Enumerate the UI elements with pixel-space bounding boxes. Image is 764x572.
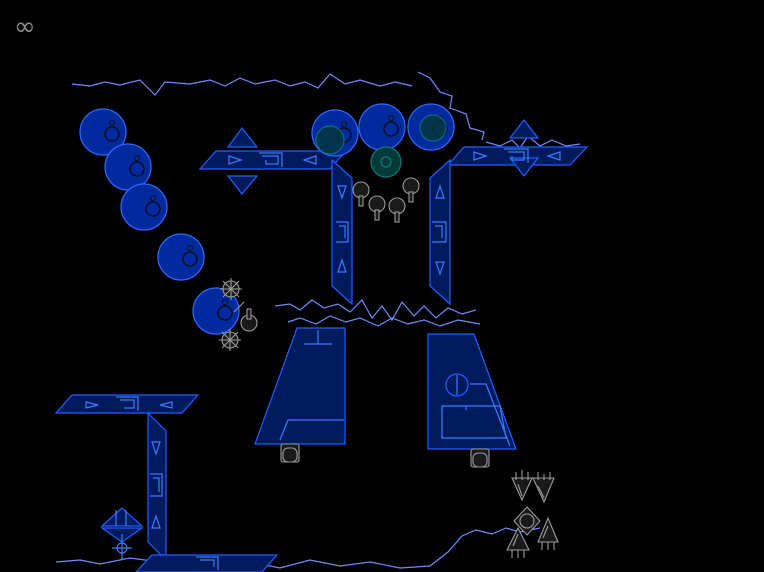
- lives-counter: ∞: [14, 12, 36, 42]
- plunger: [352, 181, 370, 207]
- player-character: [233, 301, 258, 332]
- infinity-icon: ∞: [14, 12, 36, 42]
- platform-top-left: [198, 127, 348, 195]
- gear-enemy-icon: [219, 329, 241, 351]
- orb: [157, 233, 205, 281]
- teal-orb-group: [315, 114, 447, 178]
- plunger: [368, 195, 386, 221]
- plunger: [388, 197, 406, 223]
- tower-block-right: [427, 333, 517, 450]
- orb: [120, 183, 168, 231]
- plunger: [402, 177, 420, 203]
- spike-enemy-icon: [506, 470, 559, 558]
- orb: [358, 103, 406, 151]
- platform-lower-left: [54, 394, 279, 572]
- pillar-center-left: [331, 158, 353, 306]
- plunger-row: [352, 177, 420, 223]
- electric-wire-middle: [274, 299, 481, 327]
- platform-top-right: [446, 119, 589, 177]
- gear-enemy-icon: [220, 278, 242, 300]
- switch-right: [470, 448, 490, 468]
- tower-block-left: [254, 327, 346, 445]
- orb: [104, 143, 152, 191]
- pillar-center-right: [429, 158, 451, 306]
- checkpoint-marker: [100, 507, 144, 560]
- electric-wire-top: [71, 71, 485, 141]
- orb-chain: [79, 103, 455, 335]
- orb: [192, 287, 240, 335]
- orb: [79, 108, 127, 156]
- electric-wire-bottom: [55, 527, 541, 569]
- switch-left: [280, 443, 300, 463]
